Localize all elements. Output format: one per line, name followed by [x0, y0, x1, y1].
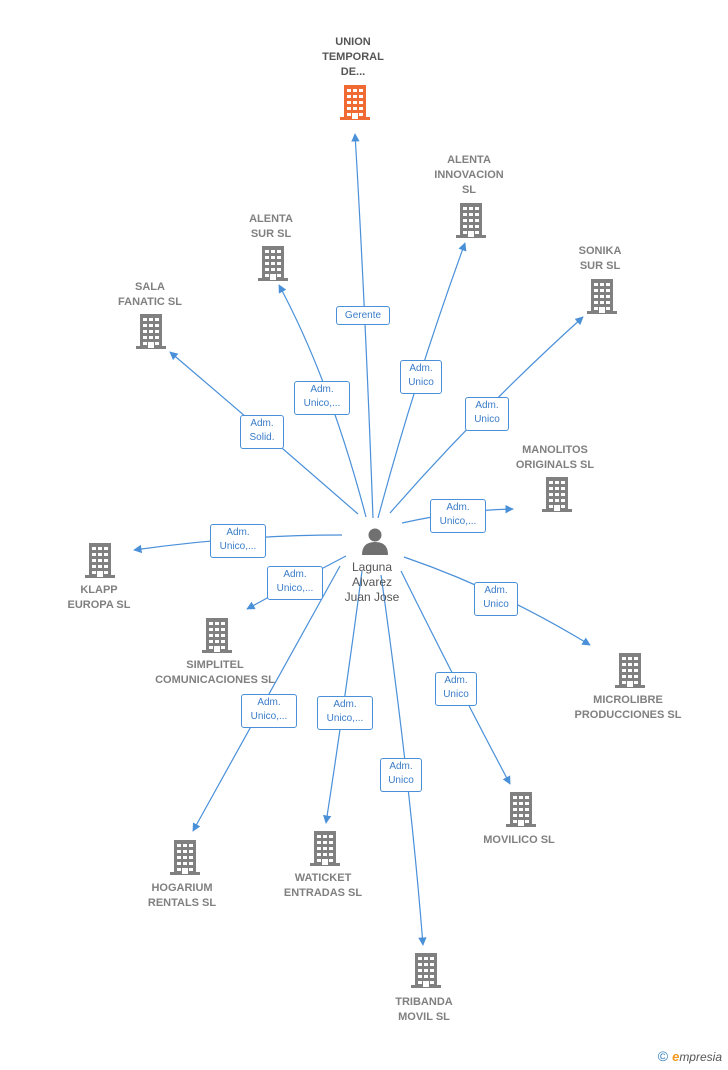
relation-label-movilico[interactable]: Adm. Unico [435, 672, 477, 706]
copyright-icon: © [657, 1048, 669, 1064]
company-name-alenta-innovacion[interactable]: ALENTA INNOVACION SL [434, 154, 504, 196]
relation-label-union[interactable]: Gerente [336, 306, 390, 325]
relation-label-microlibre[interactable]: Adm. Unico [474, 582, 518, 616]
relation-label-hogarium[interactable]: Adm. Unico,... [241, 694, 297, 728]
company-name-waticket[interactable]: WATICKET ENTRADAS SL [283, 872, 363, 899]
company-name-sala[interactable]: SALA FANATIC SL [118, 281, 182, 308]
brand-logo-text: mpresia [679, 1050, 722, 1064]
building-icon[interactable] [506, 792, 536, 827]
relation-label-manolitos[interactable]: Adm. Unico,... [430, 499, 486, 533]
building-icon[interactable] [170, 840, 200, 875]
building-icon[interactable] [258, 246, 288, 281]
building-icon[interactable] [411, 953, 441, 988]
relation-label-waticket[interactable]: Adm. Unico,... [317, 696, 373, 730]
company-name-union[interactable]: UNION TEMPORAL DE... [322, 36, 384, 78]
building-icon[interactable] [340, 85, 370, 120]
company-name-sonika[interactable]: SONIKA SUR SL [578, 245, 622, 272]
brand-logo-e: e [672, 1049, 680, 1064]
company-name-movilico[interactable]: MOVILICO SL [483, 834, 555, 846]
company-name-microlibre[interactable]: MICROLIBRE PRODUCCIONES SL [574, 694, 682, 721]
company-name-hogarium[interactable]: HOGARIUM RENTALS SL [147, 882, 217, 909]
company-name-simplitel[interactable]: SIMPLITEL COMUNICACIONES SL [155, 659, 275, 686]
relation-label-klapp[interactable]: Adm. Unico,... [210, 524, 266, 558]
building-icon[interactable] [615, 653, 645, 688]
company-name-manolitos[interactable]: MANOLITOS ORIGINALS SL [515, 444, 595, 471]
building-icon[interactable] [85, 543, 115, 578]
building-icon[interactable] [202, 618, 232, 653]
relation-label-simplitel[interactable]: Adm. Unico,... [267, 566, 323, 600]
relation-label-alenta-sur[interactable]: Adm. Unico,... [294, 381, 350, 415]
relation-label-tribanda[interactable]: Adm. Unico [380, 758, 422, 792]
company-name-klapp[interactable]: KLAPP EUROPA SL [67, 584, 131, 611]
icons-layer [85, 85, 645, 988]
building-icon[interactable] [542, 477, 572, 512]
building-icon[interactable] [310, 831, 340, 866]
relation-label-alenta-innovacion[interactable]: Adm. Unico [400, 360, 442, 394]
building-icon[interactable] [587, 279, 617, 314]
relation-label-sala[interactable]: Adm. Solid. [240, 415, 284, 449]
person-icon[interactable] [362, 528, 388, 556]
company-name-tribanda[interactable]: TRIBANDA MOVIL SL [395, 996, 453, 1023]
building-icon[interactable] [456, 203, 486, 238]
person-name[interactable]: Laguna Alvarez Juan Jose [344, 560, 400, 604]
brand-watermark: ©empresia [658, 1048, 722, 1064]
building-icon[interactable] [136, 314, 166, 349]
relation-label-sonika[interactable]: Adm. Unico [465, 397, 509, 431]
company-name-alenta-sur[interactable]: ALENTA SUR SL [249, 213, 293, 240]
